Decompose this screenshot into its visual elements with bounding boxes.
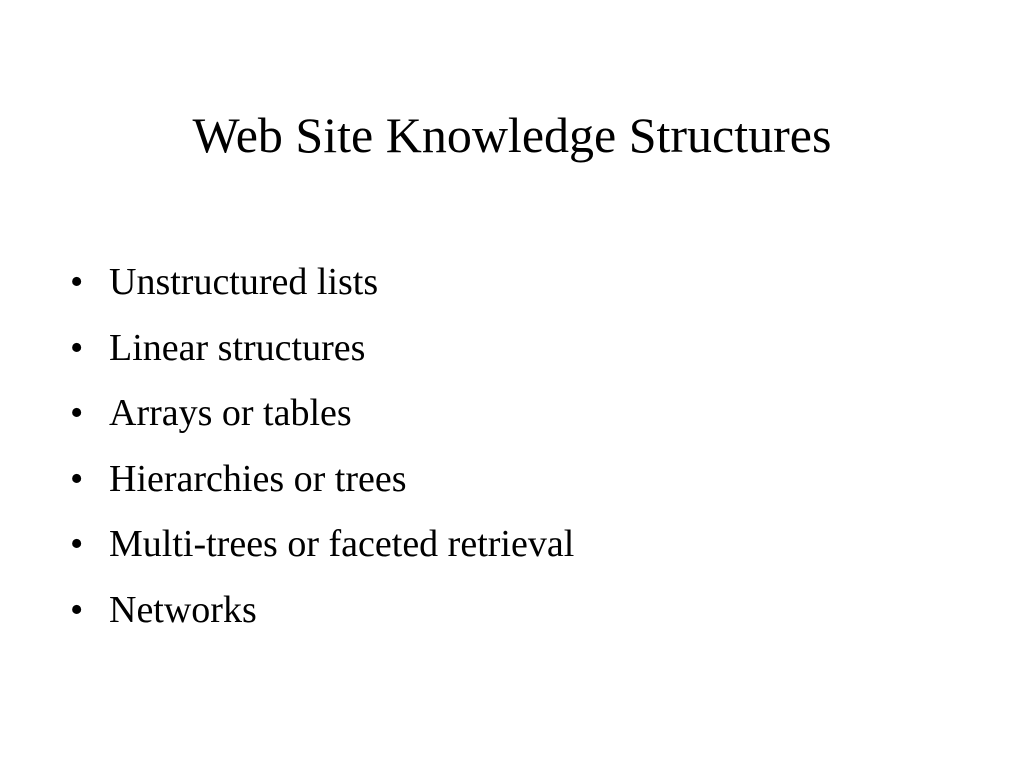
- bullet-text: Hierarchies or trees: [109, 457, 407, 500]
- list-item: • Linear structures: [70, 316, 970, 382]
- bullet-text: Linear structures: [109, 326, 366, 369]
- bullet-list: • Unstructured lists • Linear structures…: [70, 250, 970, 643]
- list-item: • Multi-trees or faceted retrieval: [70, 512, 970, 578]
- bullet-icon: •: [70, 523, 84, 565]
- bullet-icon: •: [70, 326, 84, 369]
- bullet-text: Multi-trees or faceted retrieval: [109, 523, 575, 565]
- bullet-icon: •: [70, 588, 84, 631]
- bullet-icon: •: [70, 457, 84, 500]
- slide-title: Web Site Knowledge Structures: [192, 107, 832, 163]
- list-item: • Arrays or tables: [70, 381, 970, 447]
- bullet-icon: •: [70, 261, 84, 303]
- bullet-text: Arrays or tables: [109, 392, 352, 434]
- bullet-text: Unstructured lists: [109, 261, 379, 303]
- bullet-text: Networks: [109, 588, 257, 631]
- list-item: • Hierarchies or trees: [70, 447, 970, 513]
- list-item: • Unstructured lists: [70, 250, 970, 316]
- list-item: • Networks: [70, 578, 970, 644]
- bullet-icon: •: [70, 392, 84, 434]
